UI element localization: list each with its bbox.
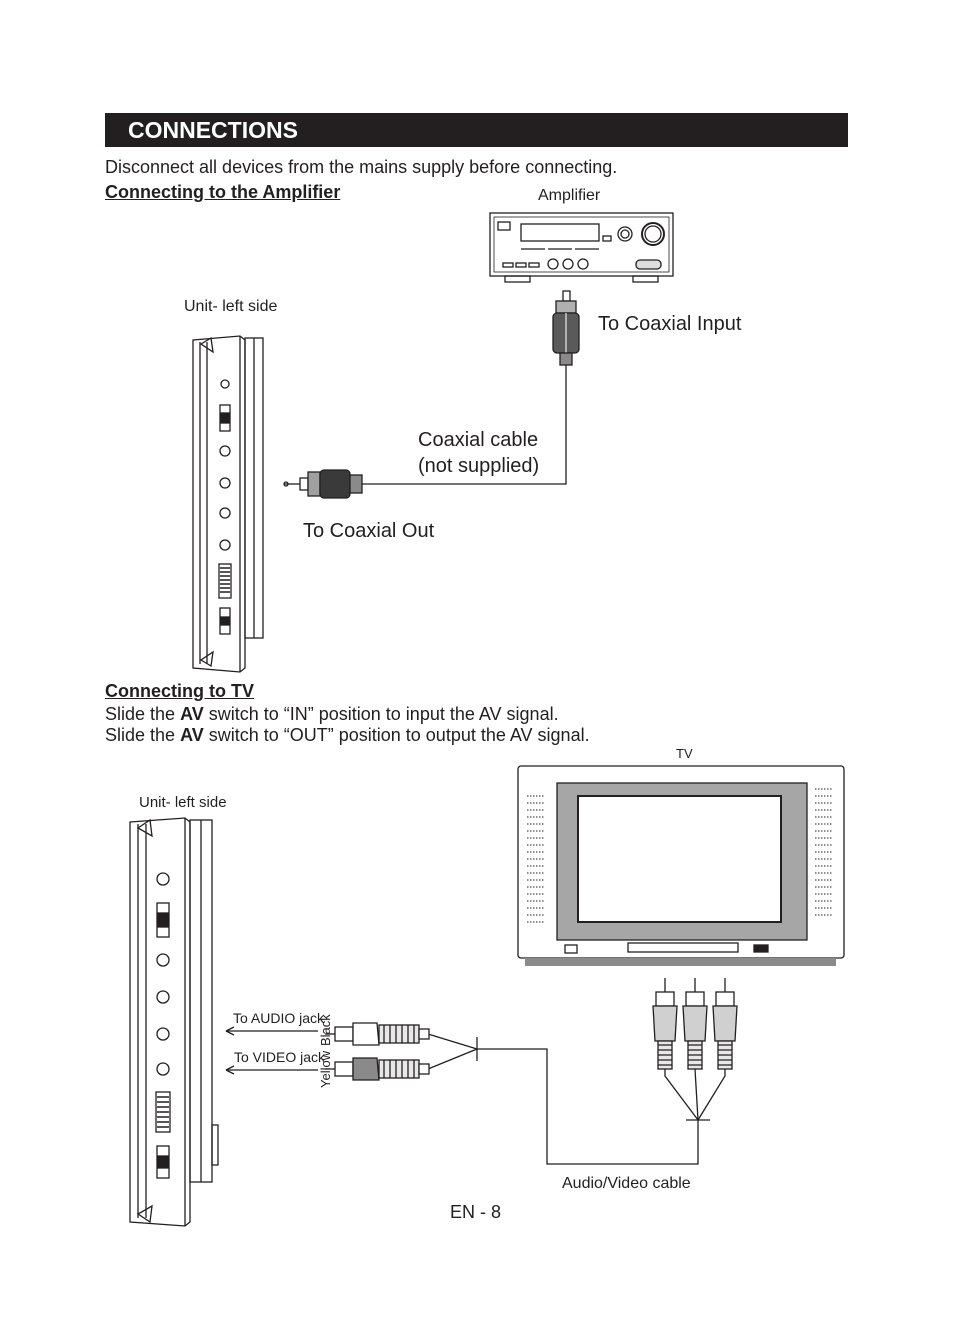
amplifier-heading: Connecting to the Amplifier	[105, 182, 341, 202]
tv-illustration	[517, 765, 845, 966]
coaxial-out-label: To Coaxial Out	[303, 520, 435, 542]
unit-left-side-1	[192, 335, 264, 673]
av-in-instruction: Slide the AV switch to “IN” position to …	[105, 704, 559, 724]
coaxial-plug-unit	[283, 469, 363, 499]
coaxial-input-label: To Coaxial Input	[598, 313, 742, 335]
unit-left-side-label-2: Unit- left side	[139, 794, 227, 811]
tv-rca-plugs	[652, 978, 738, 1121]
av-cable-label: Audio/Video cable	[562, 1175, 691, 1192]
coaxial-cable	[362, 365, 567, 485]
section-header-bar	[105, 113, 848, 147]
av-out-instruction: Slide the AV switch to “OUT” position to…	[105, 725, 590, 745]
unit-left-side-label-1: Unit- left side	[184, 298, 278, 315]
section-title: CONNECTIONS	[128, 117, 298, 143]
tv-label: TV	[676, 746, 693, 761]
audio-jack-label: To AUDIO jack	[233, 1010, 325, 1026]
intro-text: Disconnect all devices from the mains su…	[105, 157, 618, 177]
page-number: EN - 8	[450, 1202, 502, 1222]
amplifier-illustration	[489, 212, 674, 283]
not-supplied-label: (not supplied)	[418, 455, 540, 477]
av-cable	[477, 1048, 699, 1165]
unit-left-side-2	[129, 817, 219, 1227]
unit-rca-plugs	[325, 1022, 430, 1081]
video-jack-label: To VIDEO jack	[234, 1049, 326, 1065]
coaxial-plug-amplifier	[552, 290, 580, 366]
coaxial-cable-label: Coaxial cable	[418, 429, 539, 451]
tv-heading: Connecting to TV	[105, 681, 254, 701]
amplifier-label: Amplifier	[538, 187, 601, 204]
